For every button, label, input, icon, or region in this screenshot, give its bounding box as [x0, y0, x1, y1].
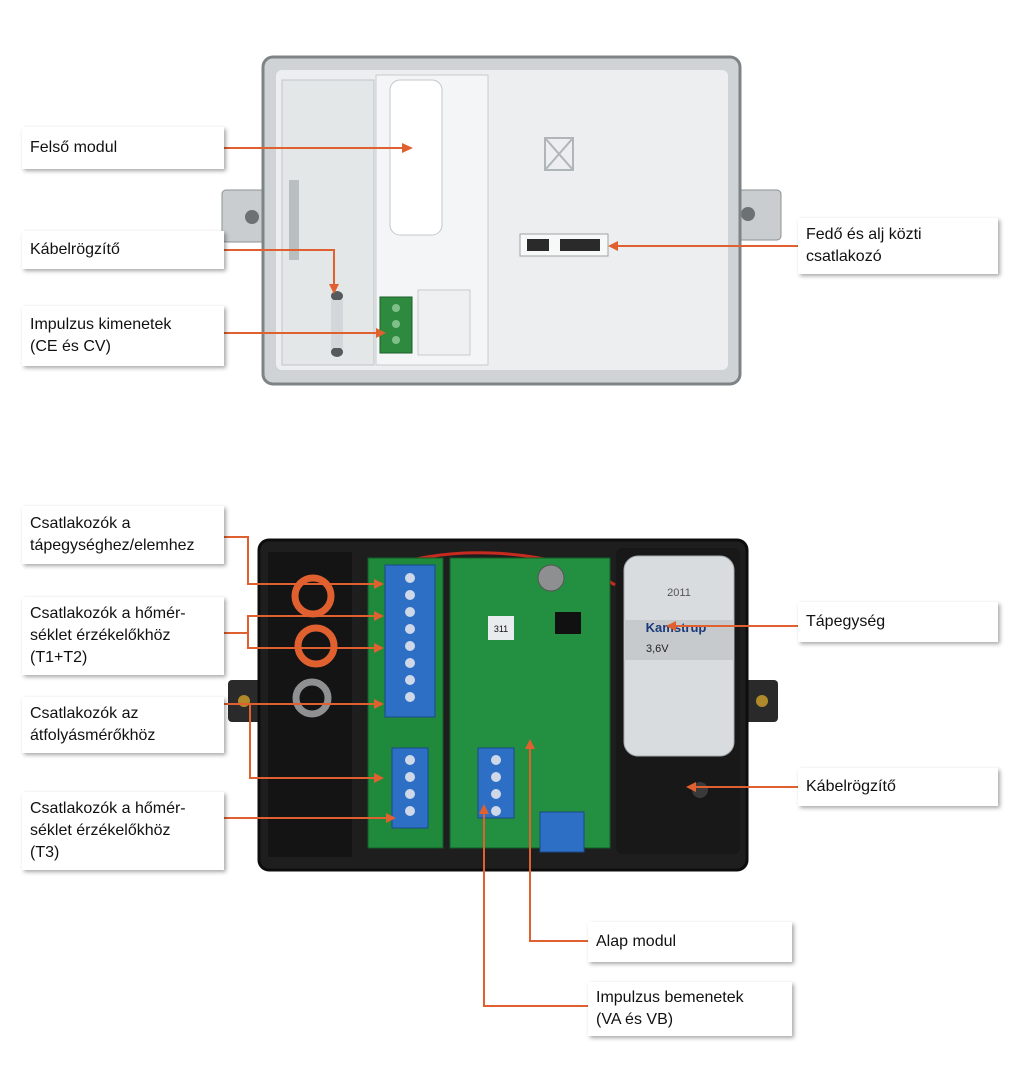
base-left-screw [238, 695, 250, 707]
leader-tapegyseg-csatlakozok [224, 536, 380, 585]
label-atfolyasmero: Csatlakozók az átfolyásmérőkhöz [22, 697, 224, 753]
label-impulzus-bemenetek: Impulzus bemenetek (VA és VB) [588, 982, 792, 1036]
battery-year: 2011 [667, 587, 691, 599]
cable-holder-hole-top [331, 291, 343, 301]
cover-right-screw [741, 207, 755, 221]
label-fedo-csatlakozo: Fedő és alj közti csatlakozó [798, 218, 998, 274]
leader-atfolyasmero-b [249, 704, 380, 779]
pcb-chip-text: 311 [494, 624, 508, 634]
leader-t1t2-b [247, 633, 380, 649]
cover-left-screw [245, 210, 259, 224]
upper-module [389, 79, 443, 236]
pcb-ic [555, 612, 581, 634]
sensor-cable-2 [294, 624, 338, 668]
base-unit [228, 538, 778, 872]
cover-slot [289, 180, 299, 260]
cover-unit [221, 55, 782, 386]
cable-holder [331, 300, 343, 348]
leader-alap-modul [529, 743, 588, 942]
leader-kabelrogzito-top [224, 249, 335, 290]
sensor-cable-3 [292, 678, 332, 718]
coin-cell [537, 564, 565, 592]
label-homerseklet-t1t2: Csatlakozók a hőmér- séklet érzékelőkhöz… [22, 597, 224, 675]
terminal-screw-1 [392, 304, 400, 312]
battery-voltage: 3,6V [646, 643, 669, 655]
connector-pins-b [560, 239, 600, 251]
label-kabelrogzito-bottom: Kábelrögzítő [798, 768, 998, 806]
label-kabelrogzito-top: Kábelrögzítő [22, 231, 224, 269]
base-right-screw [756, 695, 768, 707]
connector-pins-a [527, 239, 549, 251]
disposal-symbol [544, 137, 574, 171]
terminal-label-plate [417, 289, 471, 356]
aux-terminal [539, 811, 585, 853]
pcb-chip-label [488, 616, 514, 640]
terminal-screw-3 [392, 336, 400, 344]
leader-lines [224, 147, 798, 1007]
label-homerseklet-t3: Csatlakozók a hőmér- séklet érzékelőkhöz… [22, 792, 224, 870]
label-tapegyseg: Tápegység [798, 602, 998, 642]
leader-impulzus-bemenetek [483, 808, 588, 1007]
sensor-cable-1 [291, 574, 335, 618]
cable-holder-hole-bottom [331, 347, 343, 357]
leader-t1t2-a [224, 615, 380, 634]
terminal-screw-2 [392, 320, 400, 328]
battery-brand: Kamstrup [646, 620, 707, 635]
label-tapegyseg-csatlakozok: Csatlakozók a tápegységhez/elemhez [22, 506, 224, 564]
label-felso-modul: Felső modul [22, 127, 224, 169]
label-alap-modul: Alap modul [588, 922, 792, 962]
label-impulzus-kimenetek: Impulzus kimenetek (CE és CV) [22, 306, 224, 366]
